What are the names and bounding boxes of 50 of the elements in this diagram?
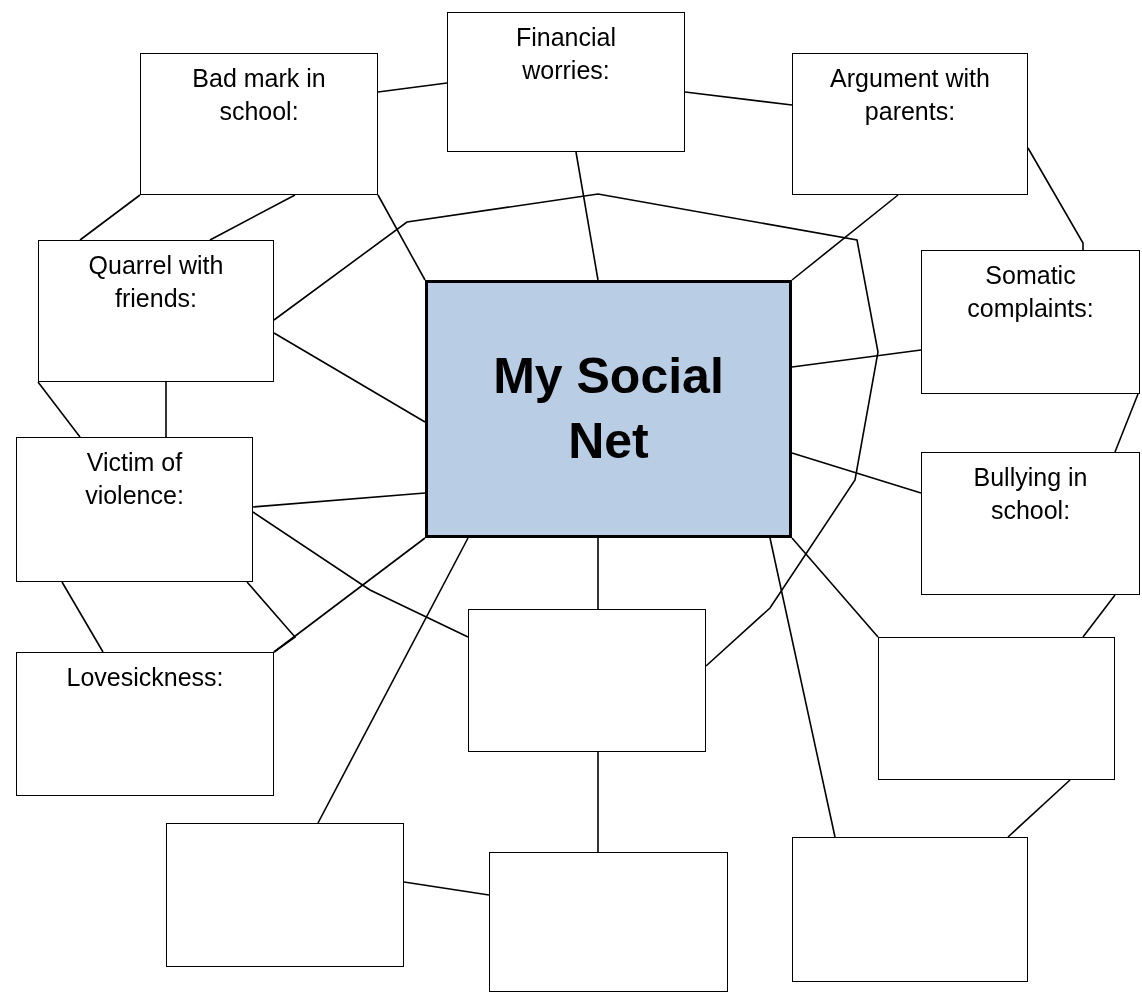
topic-box <box>447 12 685 152</box>
connector-line <box>37 381 81 438</box>
empty-box <box>166 823 404 967</box>
topic-label: Somatic complaints: <box>966 260 1095 324</box>
topic-box <box>792 53 1028 195</box>
topic-box <box>921 250 1140 394</box>
connector-line <box>1114 393 1139 453</box>
connector-line <box>791 194 899 281</box>
connector-line <box>1007 779 1071 838</box>
connector-line <box>377 194 426 281</box>
connector-line <box>684 91 793 106</box>
connector-line <box>273 537 426 653</box>
connector-line <box>1082 594 1116 638</box>
topic-box <box>425 280 792 538</box>
title-text: My Social Net <box>492 347 725 471</box>
connector-line <box>597 751 599 853</box>
empty-box <box>468 609 706 752</box>
topic-label: Bullying in school: <box>972 462 1089 526</box>
topic-label: Financial worries: <box>514 22 618 86</box>
empty-box <box>792 837 1028 982</box>
connector-line <box>61 581 104 653</box>
topic-label: Argument with parents: <box>829 63 991 127</box>
connector-line <box>791 452 922 494</box>
topic-box <box>921 452 1140 595</box>
connector-line <box>252 492 426 508</box>
connector-line <box>209 194 296 241</box>
topic-box <box>140 53 378 195</box>
connector-line <box>1027 147 1084 251</box>
topic-box <box>16 437 253 582</box>
connector-line <box>79 194 141 241</box>
empty-box <box>878 637 1115 780</box>
connector-line <box>165 381 167 438</box>
connector-line <box>791 349 922 368</box>
connector-line <box>273 193 879 667</box>
empty-box <box>489 852 728 992</box>
topic-label: Victim of violence: <box>84 447 185 511</box>
topic-box <box>38 240 274 382</box>
connector-line <box>252 511 469 638</box>
topic-label: Lovesickness: <box>65 662 225 693</box>
connector-line <box>317 537 469 824</box>
topic-label: Bad mark in school: <box>191 63 327 127</box>
connector-line <box>273 332 426 423</box>
connector-line <box>597 537 599 610</box>
connector-line <box>377 82 448 93</box>
connector-line <box>575 151 599 281</box>
topic-box <box>16 652 274 796</box>
connector-line <box>791 537 879 638</box>
connector-line <box>403 881 490 896</box>
topic-label: Quarrel with friends: <box>87 250 225 314</box>
connector-line <box>769 537 836 838</box>
